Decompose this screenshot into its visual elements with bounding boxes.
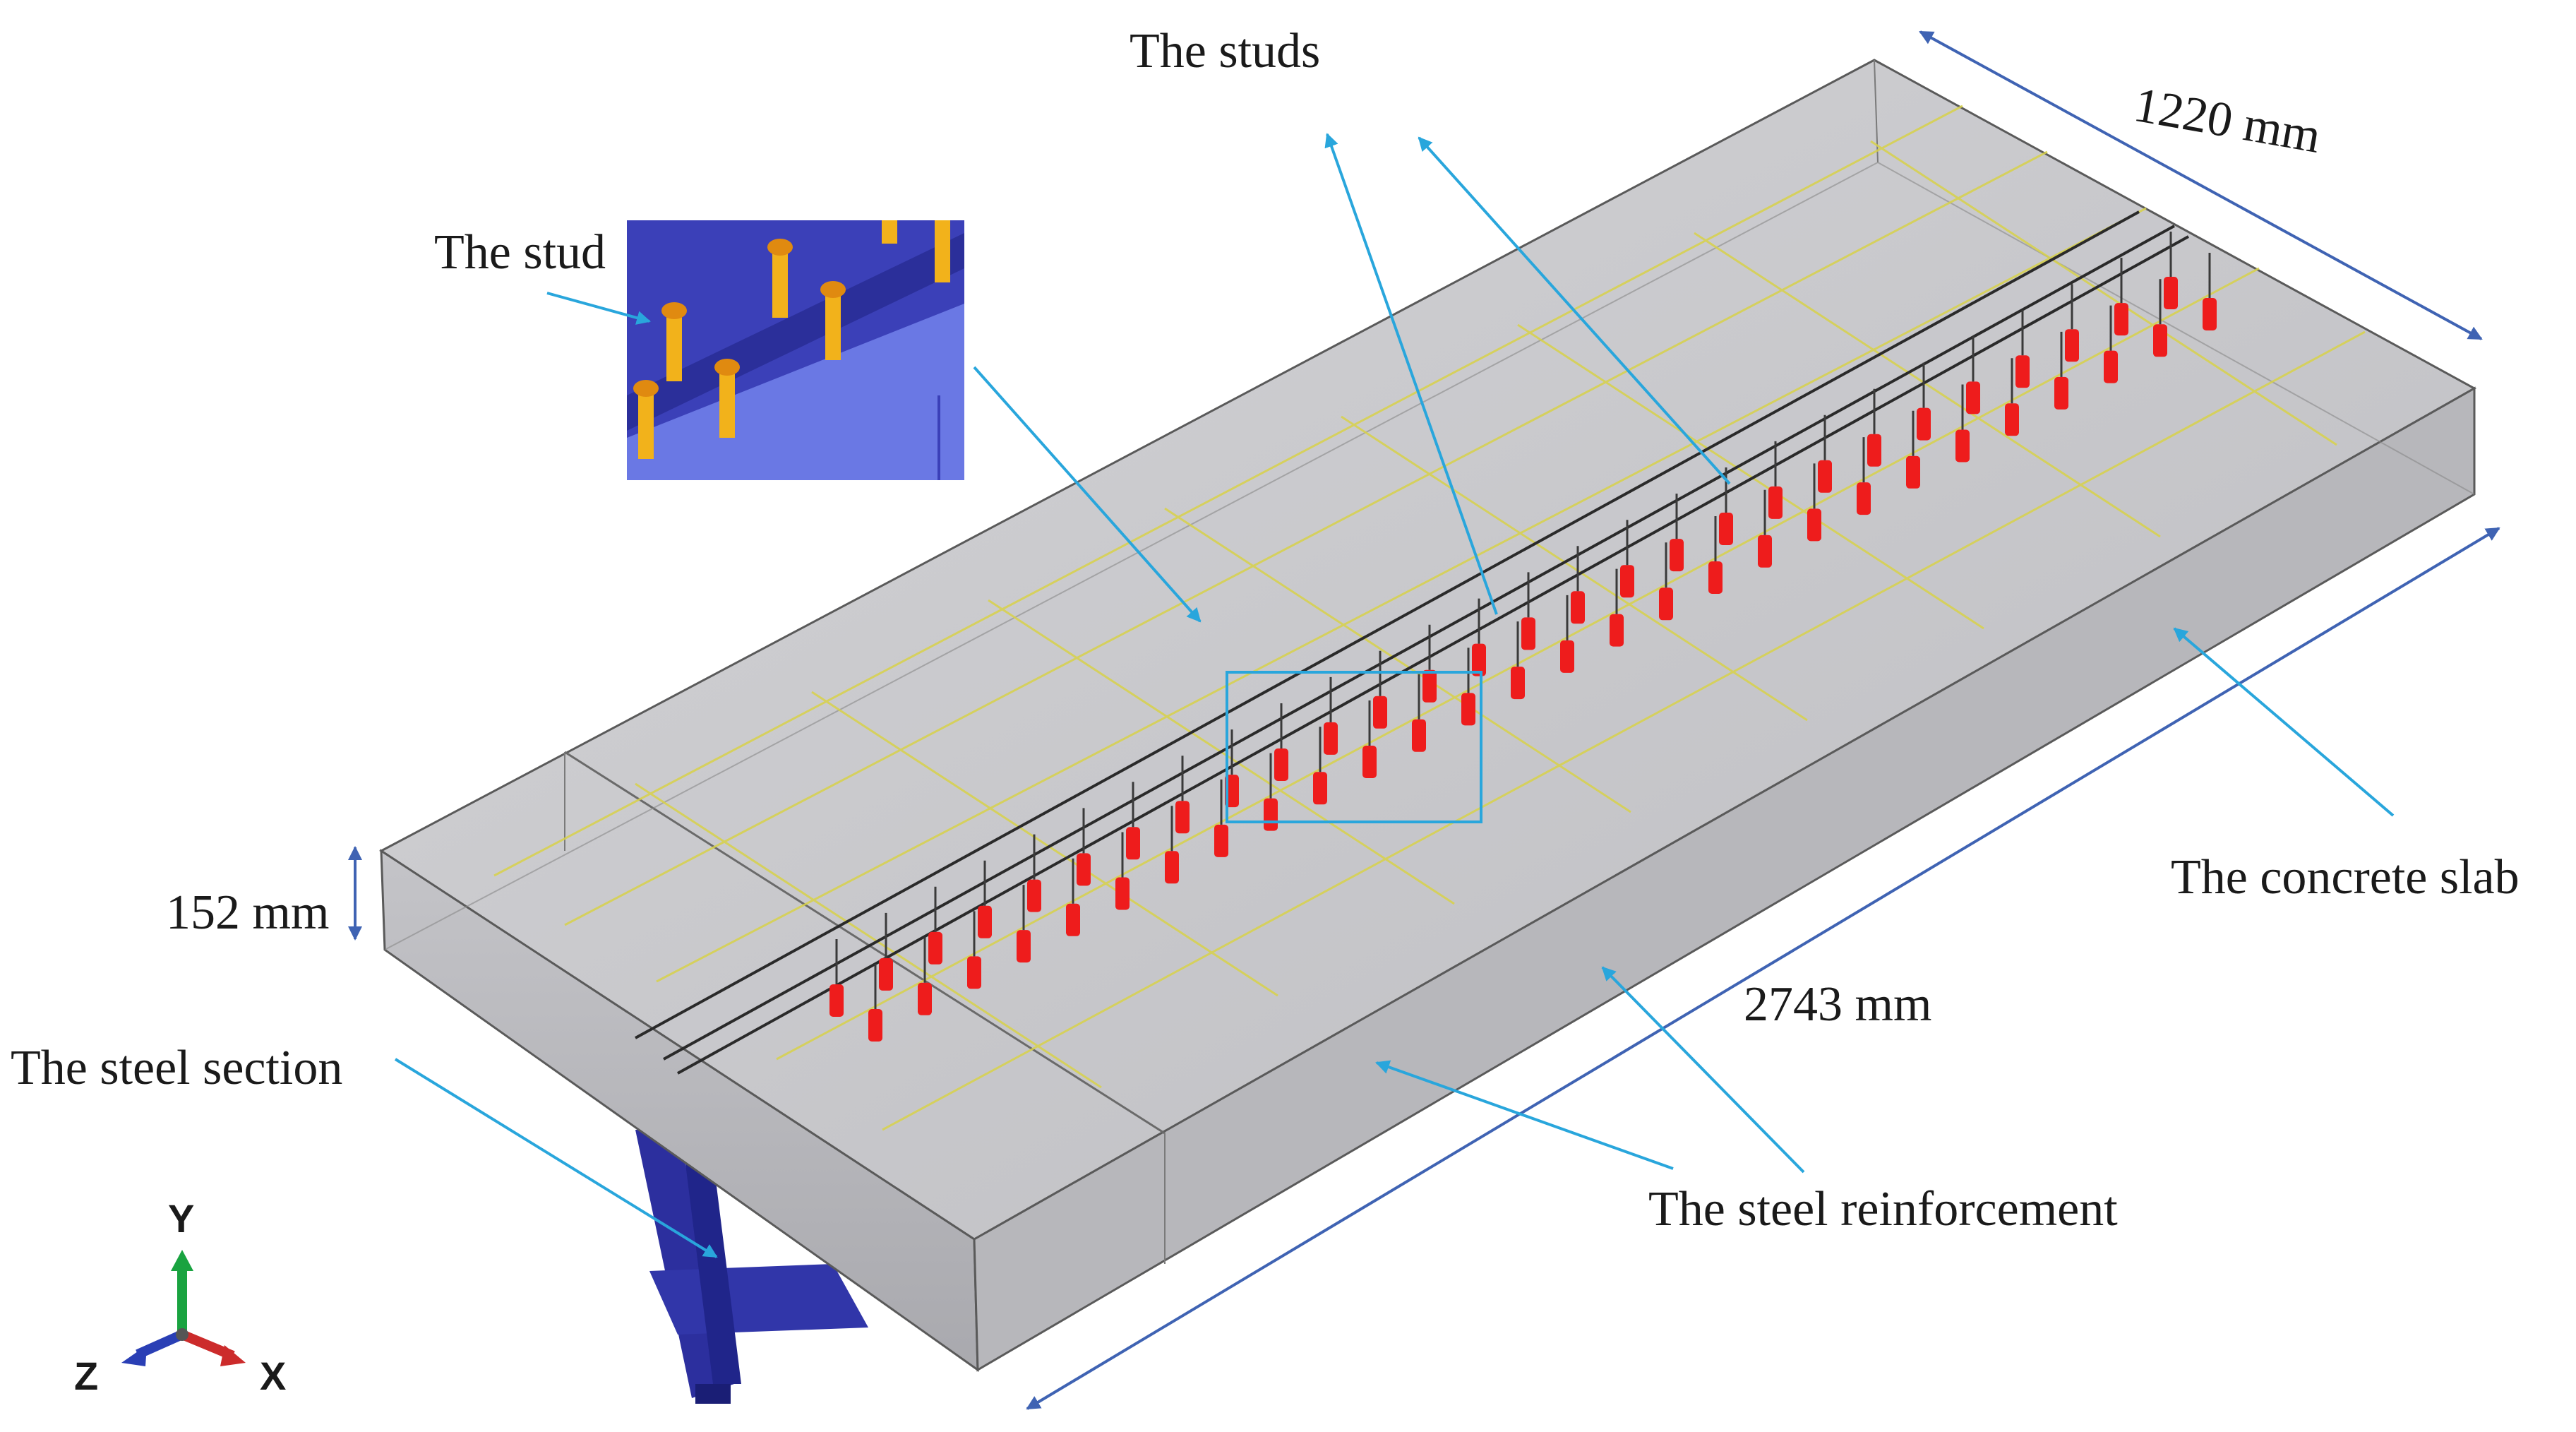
shear-stud	[1362, 746, 1377, 778]
y-axis-label: Y	[168, 1196, 194, 1241]
shear-stud	[1708, 561, 1723, 594]
inset-stud-head	[661, 302, 687, 319]
stud-callout-arrow	[546, 292, 651, 325]
shear-stud	[1077, 853, 1091, 886]
inset-stud-head	[820, 281, 846, 298]
shear-stud	[978, 905, 992, 938]
dimension-arrows	[348, 30, 2500, 1410]
shear-stud	[1521, 617, 1535, 650]
inset-stud	[935, 220, 950, 282]
length-dimension-arrow	[1026, 527, 2500, 1410]
shear-stud	[918, 982, 932, 1015]
reinforcement-callout-arrow-1	[1375, 1060, 1674, 1170]
reinforcement-callout-arrow-2	[1601, 966, 1805, 1174]
shear-stud	[1807, 508, 1821, 542]
shear-stud	[1511, 667, 1525, 700]
steel-section-label: The steel section	[11, 1041, 342, 1095]
shear-stud	[2054, 376, 2068, 410]
shear-stud	[1719, 513, 1733, 545]
inset-stud	[719, 367, 735, 438]
shear-stud	[1373, 696, 1387, 729]
shear-stud	[1274, 748, 1288, 781]
shear-stud	[2015, 355, 2030, 388]
inset-stud-head	[877, 165, 902, 181]
stud-detail-inset	[627, 165, 964, 480]
stud-label: The stud	[434, 225, 606, 280]
shear-stud	[868, 1009, 882, 1042]
shear-stud	[1758, 535, 1772, 568]
length-dimension-label: 2743 mm	[1744, 977, 1931, 1032]
shear-stud	[1175, 801, 1190, 834]
shear-stud	[1324, 722, 1338, 755]
shear-stud	[879, 957, 893, 991]
shear-stud	[1867, 434, 1881, 467]
shear-stud	[1620, 565, 1634, 598]
shear-stud	[1313, 772, 1327, 805]
x-axis-label: X	[260, 1354, 286, 1398]
width-dimension-arrow	[1919, 30, 2483, 340]
shear-stud	[1422, 669, 1437, 703]
shear-stud	[1027, 879, 1041, 912]
shear-stud	[1461, 693, 1475, 726]
shear-stud	[1917, 407, 1931, 441]
shear-stud	[1560, 640, 1574, 673]
inset-stud-head	[714, 359, 740, 376]
shear-stud	[2104, 350, 2118, 383]
shear-stud	[1610, 614, 1624, 647]
shear-stud	[2164, 277, 2178, 309]
shear-stud	[2153, 324, 2167, 357]
steel-section-callout-arrow	[394, 1058, 718, 1258]
shear-stud	[1017, 930, 1031, 963]
shear-stud	[1214, 824, 1228, 857]
shear-stud	[1670, 539, 1684, 572]
shear-stud	[1818, 460, 1832, 493]
concrete-slab-label: The concrete slab	[2171, 850, 2520, 905]
shear-stud	[928, 931, 942, 965]
shear-stud	[1906, 455, 1920, 489]
inset-stud-head	[767, 239, 793, 256]
callout-arrows	[394, 133, 2395, 1258]
studs-callout-arrow-2	[1418, 136, 1731, 485]
studs-label: The studs	[1130, 24, 1320, 78]
shear-stud	[1571, 591, 1585, 624]
shear-stud	[1126, 827, 1140, 860]
shear-stud	[1115, 877, 1130, 910]
z-axis-label: Z	[74, 1354, 98, 1398]
width-dimension-label: 1220 mm	[2130, 78, 2325, 164]
inset-stud-head	[633, 380, 659, 397]
inset-stud	[825, 290, 841, 360]
shear-stud	[967, 956, 981, 989]
shear-stud	[2203, 298, 2217, 330]
axis-triad: Y Z X	[74, 1196, 286, 1398]
shear-stud	[1165, 851, 1179, 884]
shear-stud	[829, 984, 844, 1017]
shear-stud	[2005, 403, 2019, 436]
shear-stud	[1264, 798, 1278, 831]
studs-callout-arrow-1	[1324, 133, 1498, 615]
inset-stud	[882, 220, 897, 244]
shear-stud	[1955, 429, 1970, 463]
shear-stud	[1768, 486, 1783, 519]
inset-stud	[638, 388, 654, 459]
inset-stud-head	[930, 203, 955, 220]
inset-to-slab-arrow	[973, 366, 1202, 623]
shear-stud	[1857, 482, 1871, 515]
inset-stud	[666, 311, 682, 381]
steel-reinforcement-label: The steel reinforcement	[1648, 1182, 2118, 1236]
shear-stud	[1966, 381, 1980, 414]
concrete-slab-callout-arrow	[2173, 627, 2395, 817]
shear-stud	[1066, 903, 1080, 936]
thickness-dimension-label: 152 mm	[166, 885, 329, 940]
shear-stud	[2065, 329, 2079, 362]
inset-stud	[772, 247, 788, 318]
shear-stud	[1412, 719, 1426, 752]
shear-stud	[2114, 303, 2128, 336]
shear-stud	[1659, 587, 1673, 621]
